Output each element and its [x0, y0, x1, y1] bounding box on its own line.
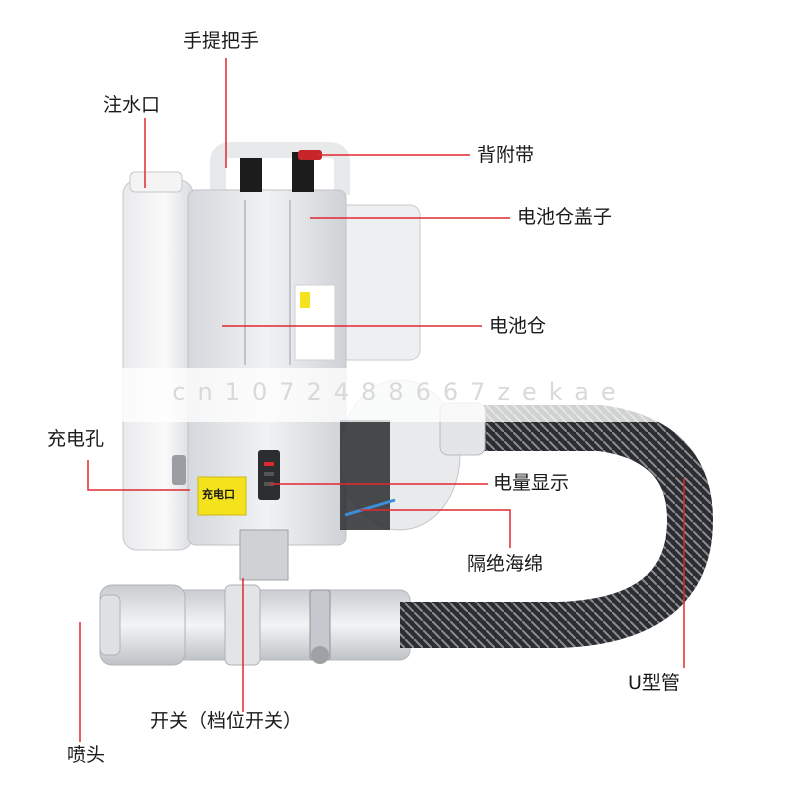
- label-battery-compartment: 电池仓: [489, 315, 547, 337]
- label-switch: 开关（档位开关）: [150, 710, 303, 732]
- watermark: cn1072488667zekae: [172, 378, 628, 406]
- label-nozzle: 喷头: [67, 744, 106, 766]
- leader-lines: [79, 58, 685, 742]
- charge-port-sticker: [197, 476, 247, 516]
- strap-right: [292, 152, 314, 192]
- label-charging-hole: 充电孔: [47, 428, 105, 450]
- u-tube-hose: [400, 405, 714, 648]
- water-inlet-cap: [129, 171, 183, 193]
- label-power-display: 电量显示: [493, 472, 570, 494]
- label-water-inlet: 注水口: [103, 94, 161, 116]
- charge-port-sticker-text: 充电口: [202, 488, 235, 501]
- switch-bracket: [239, 529, 289, 581]
- water-tank: [122, 179, 194, 551]
- label-strap: 背附带: [477, 144, 535, 166]
- strap-left: [240, 158, 262, 192]
- label-insulation-sponge: 隔绝海绵: [467, 553, 544, 575]
- battery-cover: [334, 204, 421, 361]
- label-battery-cover: 电池仓盖子: [517, 206, 613, 228]
- label-handle: 手提把手: [183, 30, 260, 52]
- lower-pipe: [149, 589, 411, 661]
- label-u-tube: U型管: [628, 672, 680, 694]
- carry-handle: [210, 142, 350, 195]
- charging-hole: [172, 455, 186, 485]
- watermark-band: [0, 368, 800, 422]
